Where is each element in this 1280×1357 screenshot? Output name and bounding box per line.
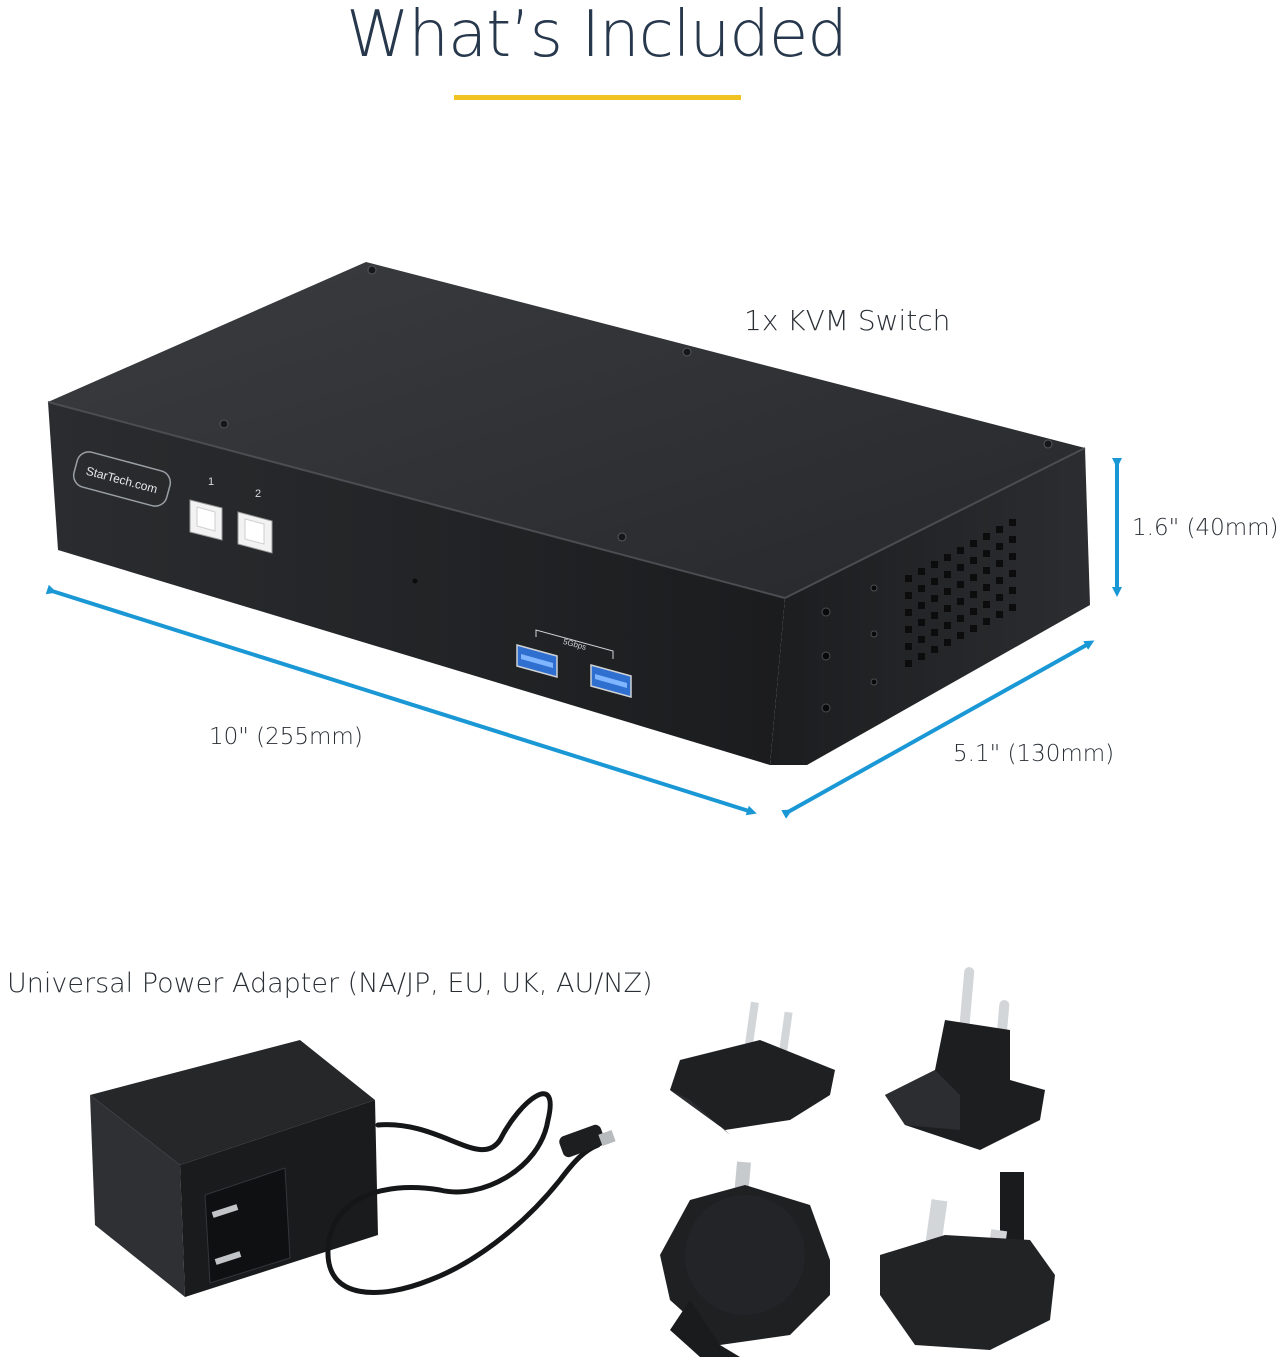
port-2-button[interactable] <box>237 511 273 554</box>
au-nz-plug-icon <box>660 1161 830 1357</box>
eu-plug-icon <box>885 967 1045 1150</box>
page-title: What’s Included <box>346 0 848 72</box>
dimension-arrows <box>45 458 1122 819</box>
kvm-switch-label: 1x KVM Switch <box>744 304 951 337</box>
length-dimension-label: 10" (255mm) <box>209 724 363 750</box>
button-1-label: 1 <box>208 476 214 488</box>
na-jp-plug-icon <box>670 1001 835 1135</box>
button-2-label: 2 <box>255 488 261 500</box>
port-1-button[interactable] <box>189 499 223 541</box>
depth-dimension-label: 5.1" (130mm) <box>953 741 1115 767</box>
power-adapter-label: Universal Power Adapter (NA/JP, EU, UK, … <box>7 968 653 999</box>
length-arrow <box>45 584 757 816</box>
kvm-top-surface <box>48 262 1085 598</box>
uk-plug-icon <box>880 1172 1055 1350</box>
brand-logo-badge <box>72 451 172 507</box>
screw-icons <box>219 265 1053 542</box>
power-adapter-image <box>90 1040 616 1297</box>
title-underline <box>454 95 741 100</box>
depth-arrow <box>781 640 1095 819</box>
status-led <box>412 578 418 584</box>
kvm-switch-image: StarTech.com 1 2 5Gbps <box>47 262 1090 765</box>
height-dimension-label: 1.6" (40mm) <box>1132 515 1279 541</box>
